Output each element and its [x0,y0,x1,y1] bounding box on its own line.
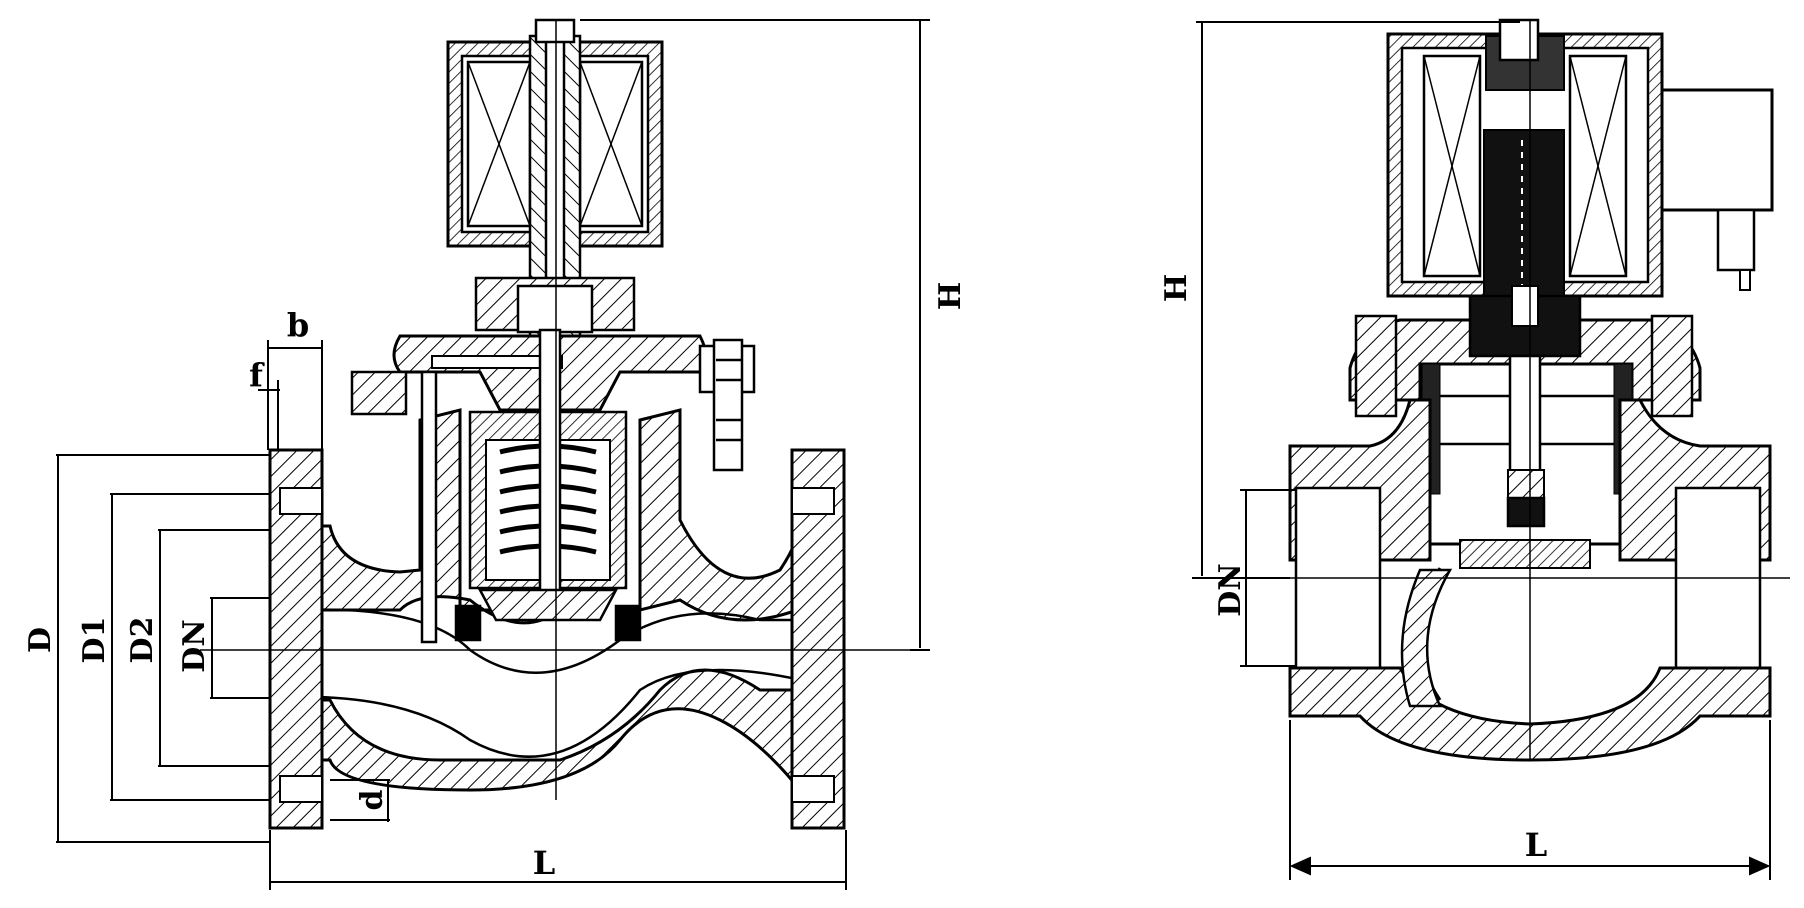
left-label-D2: D2 [125,617,160,664]
left-label-L: L [533,844,556,882]
left-label-b: b [287,306,309,344]
left-centerlines [200,20,930,800]
left-label-D1: D1 [77,617,112,664]
left-dimension-labels: H b f D D1 D2 DN L d [23,282,968,882]
left-dimensions [56,19,930,890]
left-label-f: f [249,356,265,394]
left-valve-drawing [200,18,930,830]
left-coil-housing [446,18,664,338]
left-label-H: H [933,282,968,310]
right-label-DN: DN [1213,563,1248,616]
right-coil-housing [1386,18,1664,311]
right-label-L: L [1525,826,1548,864]
left-label-DN: DN [177,619,212,672]
right-label-H: H [1159,274,1194,302]
left-flanges [268,448,846,830]
left-bonnet-bolts [350,338,756,472]
right-valve-drawing [1240,18,1790,762]
left-label-D: D [23,627,58,653]
right-junction-box [1660,88,1774,291]
left-label-d: d [355,789,390,810]
right-dimensions [1192,21,1771,880]
right-dimension-labels: H DN L [1159,274,1547,864]
right-centerlines [1240,20,1790,760]
left-piston-spring [420,328,642,644]
right-piston-chamber [1418,354,1634,569]
